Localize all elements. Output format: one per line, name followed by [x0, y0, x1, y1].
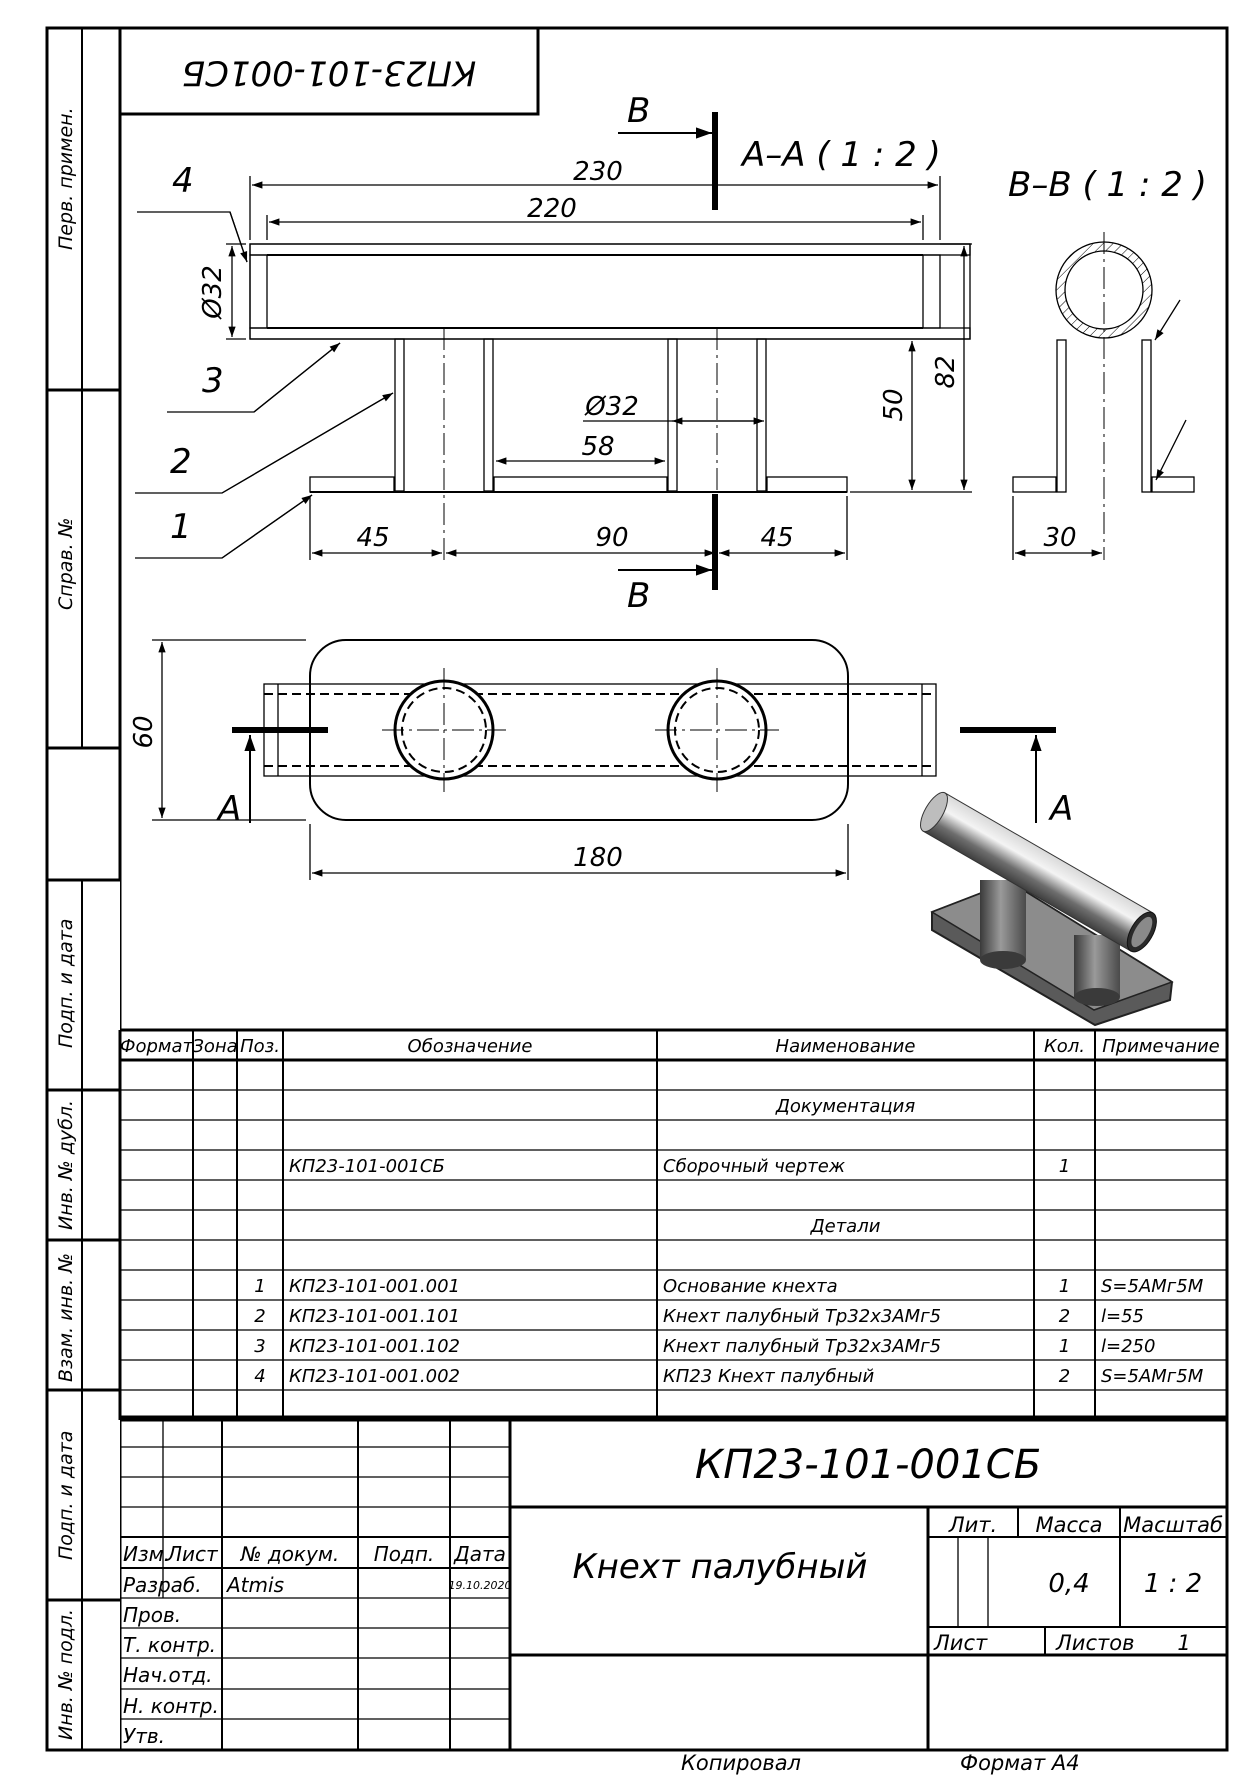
- isometric-render: [920, 791, 1174, 1027]
- leader-2: 2: [170, 442, 192, 482]
- spec-cell: 4: [254, 1366, 265, 1387]
- section-aa-view: А–А ( 1 : 2 ) В В 230: [135, 91, 972, 616]
- spec-cell: КП23-101-001.102: [289, 1336, 460, 1357]
- title-block: Изм. Лист № докум. Подп. Дата Разраб. At…: [120, 1415, 1227, 1750]
- tb-nach-otd: Нач.отд.: [123, 1663, 213, 1687]
- spec-header-cell: Наименование: [776, 1036, 916, 1057]
- spec-cell: 1: [1059, 1276, 1070, 1297]
- dim-230: 230: [573, 157, 623, 187]
- spec-cell: КП23-101-001.001: [289, 1276, 460, 1297]
- tb-razrab-date: 19.10.2020: [449, 1579, 512, 1592]
- tb-prov: Пров.: [123, 1603, 181, 1627]
- inverted-code: КП23-101-001СБ: [182, 53, 476, 93]
- tb-list: Лист: [933, 1631, 988, 1655]
- spec-cell: l=250: [1101, 1336, 1155, 1357]
- spec-cell: 3: [254, 1336, 265, 1357]
- leader-1: 1: [170, 507, 192, 547]
- dim-45-left: 45: [356, 523, 389, 553]
- tb-utv: Утв.: [123, 1724, 165, 1748]
- spec-header-cell: Обозначение: [408, 1036, 533, 1057]
- tb-razrab: Разраб.: [123, 1573, 202, 1597]
- tb-h-list: Лист: [166, 1542, 219, 1566]
- tb-t-kontr: Т. контр.: [123, 1633, 216, 1657]
- footer-format: Формат А4: [960, 1751, 1080, 1775]
- tb-h-data: Дата: [453, 1542, 506, 1566]
- section-aa-title: А–А ( 1 : 2 ): [740, 135, 941, 175]
- tb-lit: Лит.: [948, 1513, 997, 1537]
- section-bb-title: В–В ( 1 : 2 ): [1008, 165, 1207, 205]
- tb-massa-val: 0,4: [1048, 1569, 1089, 1599]
- dim-90: 90: [595, 523, 628, 553]
- leader-4: 4: [172, 161, 194, 201]
- spec-cell: 1: [254, 1276, 265, 1297]
- cut-a-label-left: А: [216, 789, 241, 829]
- spec-cell: КП23-101-001.002: [289, 1366, 460, 1387]
- tb-name: Кнехт палубный: [572, 1547, 867, 1587]
- spec-cell: 1: [1059, 1336, 1070, 1357]
- tb-h-izm: Изм.: [123, 1542, 170, 1566]
- tb-n-kontr: Н. контр.: [123, 1694, 219, 1718]
- side-label-podp-data-1: Подп. и дата: [55, 919, 77, 1048]
- dim-82: 82: [931, 355, 961, 388]
- footer-kopiroval: Копировал: [681, 1751, 801, 1775]
- dim-d32-left: Ø32: [198, 265, 228, 320]
- spec-cell: Кнехт палубный Тр32х3АМг5: [663, 1306, 941, 1327]
- spec-cell: l=55: [1101, 1306, 1144, 1327]
- tb-code: КП23-101-001СБ: [695, 1442, 1041, 1488]
- tb-listov: Листов: [1055, 1631, 1134, 1655]
- tb-h-podp: Подп.: [374, 1542, 435, 1566]
- tb-masshtab-val: 1 : 2: [1144, 1569, 1202, 1599]
- side-label-sprav-no: Справ. №: [55, 518, 77, 610]
- spec-cell: КП23-101-001.101: [289, 1306, 460, 1327]
- side-labels: Перв. примен. Справ. № Подп. и дата Инв.…: [55, 107, 77, 1740]
- spec-cell: 2: [1059, 1306, 1070, 1327]
- plan-view: А А 60 180: [129, 639, 1073, 880]
- tb-razrab-name: Atmis: [225, 1573, 284, 1597]
- tb-h-doc: № докум.: [240, 1542, 340, 1566]
- spec-header-cell: Поз.: [240, 1036, 280, 1057]
- spec-cell: КП23-101-001СБ: [289, 1156, 445, 1177]
- side-label-podp-data-2: Подп. и дата: [55, 1431, 77, 1560]
- spec-cell: 1: [1059, 1156, 1070, 1177]
- spec-header-cell: Примечание: [1102, 1036, 1220, 1057]
- tb-listov-val: 1: [1177, 1631, 1190, 1655]
- section-bb-view: В–В ( 1 : 2 ) 30: [1008, 165, 1207, 560]
- spec-cell: Документация: [775, 1096, 915, 1117]
- spec-cell: 2: [1059, 1366, 1070, 1387]
- spec-cell: S=5АМг5М: [1101, 1366, 1204, 1387]
- dim-45-right: 45: [760, 523, 793, 553]
- dim-58: 58: [581, 432, 614, 462]
- tb-massa: Масса: [1036, 1513, 1103, 1537]
- side-label-inv-podl: Инв. № подл.: [55, 1609, 77, 1740]
- dim-50: 50: [879, 388, 909, 421]
- spec-header-cell: Кол.: [1044, 1036, 1085, 1057]
- spec-cell: Сборочный чертеж: [663, 1156, 846, 1177]
- side-label-vzam-inv: Взам. инв. №: [55, 1253, 77, 1382]
- dim-d32-mid: Ø32: [584, 392, 639, 422]
- dim-30: 30: [1043, 523, 1076, 553]
- side-label-perv-primen: Перв. примен.: [55, 107, 77, 250]
- cut-a-label-right: А: [1048, 789, 1073, 829]
- cut-b-label-top: В: [627, 91, 650, 131]
- cut-b-label-bottom: В: [627, 576, 650, 616]
- spec-header-cell: Формат: [120, 1036, 194, 1057]
- inverted-code-box: КП23-101-001СБ: [118, 26, 540, 116]
- spec-cell: Кнехт палубный Тр32х3АМг5: [663, 1336, 941, 1357]
- spec-cell: КП23 Кнехт палубный: [663, 1366, 874, 1387]
- spec-cell: 2: [254, 1306, 265, 1327]
- dim-180: 180: [573, 843, 623, 873]
- dim-60: 60: [129, 715, 159, 748]
- sheet-frame: [45, 26, 1229, 1752]
- spec-cell: Детали: [810, 1216, 881, 1237]
- spec-cell: Основание кнехта: [663, 1276, 838, 1297]
- side-label-inv-dubl: Инв. № дубл.: [55, 1100, 77, 1230]
- spec-header-cell: Зона: [192, 1036, 237, 1057]
- dim-220: 220: [527, 194, 577, 224]
- leader-3: 3: [202, 361, 224, 401]
- spec-cell: S=5АМг5М: [1101, 1276, 1204, 1297]
- tb-masshtab: Масштаб: [1123, 1513, 1223, 1537]
